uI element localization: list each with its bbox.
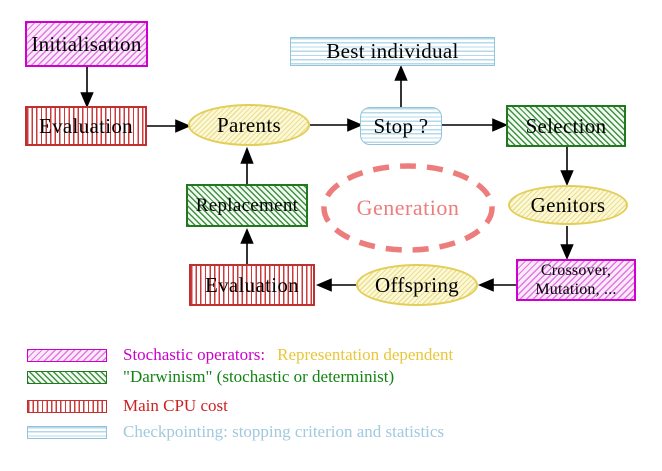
arrow-selection-to-genitors xyxy=(560,147,574,187)
magenta-diagonal-hatch-swatch xyxy=(27,348,107,362)
cyan-horizontal-stripes-swatch xyxy=(27,425,107,439)
arrow-parents-to-stop xyxy=(310,118,364,132)
legend-item-stochastic-operators: Stochastic operators: Representation depe… xyxy=(27,345,453,365)
arrow-crossover-to-offspring xyxy=(477,278,516,292)
legend-label-primary: Stochastic operators: xyxy=(123,345,266,364)
node-genitors: Genitors xyxy=(508,185,628,225)
crossover-line2: Mutation, ... xyxy=(535,281,617,298)
legend-label-stochastic-operators: Stochastic operators: Representation depe… xyxy=(123,345,453,365)
node-stop: Stop ? xyxy=(360,107,442,145)
arrow-replacement-to-parents xyxy=(240,146,254,184)
node-offspring: Offspring xyxy=(356,264,478,306)
legend-item-checkpointing: Checkpointing: stopping criterion and st… xyxy=(27,422,444,442)
node-generation-label: Generation xyxy=(356,195,460,220)
node-evaluation-bottom: Evaluation xyxy=(189,264,315,306)
node-initialisation: Initialisation xyxy=(25,21,148,67)
arrow-genitors-to-crossover xyxy=(560,226,574,261)
legend-label-darwinism: "Darwinism" (stochastic or determinist) xyxy=(123,367,395,386)
arrow-initialisation-to-evaluation xyxy=(80,67,94,109)
arrow-evaluation-to-replacement xyxy=(240,227,254,264)
node-replacement: Replacement xyxy=(186,184,308,227)
crossover-line1: Crossover, xyxy=(540,262,612,279)
node-evaluation-top: Evaluation xyxy=(25,106,147,146)
green-diagonal-hatch-swatch xyxy=(27,370,107,384)
arrow-evaluation-to-parents xyxy=(147,119,192,133)
arrow-offspring-to-evaluation xyxy=(315,278,356,292)
red-vertical-stripes-swatch xyxy=(27,399,107,413)
node-selection: Selection xyxy=(506,105,626,147)
legend-item-main-cpu-cost: Main CPU cost xyxy=(27,396,228,416)
generation-dashed-ellipse xyxy=(321,163,495,253)
legend-label-secondary: Representation dependent xyxy=(277,345,454,364)
node-best-individual: Best individual xyxy=(290,37,495,66)
legend-label-checkpointing: Checkpointing: stopping criterion and st… xyxy=(123,422,445,441)
node-parents: Parents xyxy=(188,104,310,146)
legend-item-darwinism: "Darwinism" (stochastic or determinist) xyxy=(27,367,394,387)
arrow-stop-to-best-individual xyxy=(394,64,408,107)
arrow-stop-to-selection xyxy=(442,118,509,132)
node-crossover-mutation: Crossover, Mutation, ... xyxy=(516,259,636,301)
legend-label-main-cpu-cost: Main CPU cost xyxy=(123,396,228,415)
